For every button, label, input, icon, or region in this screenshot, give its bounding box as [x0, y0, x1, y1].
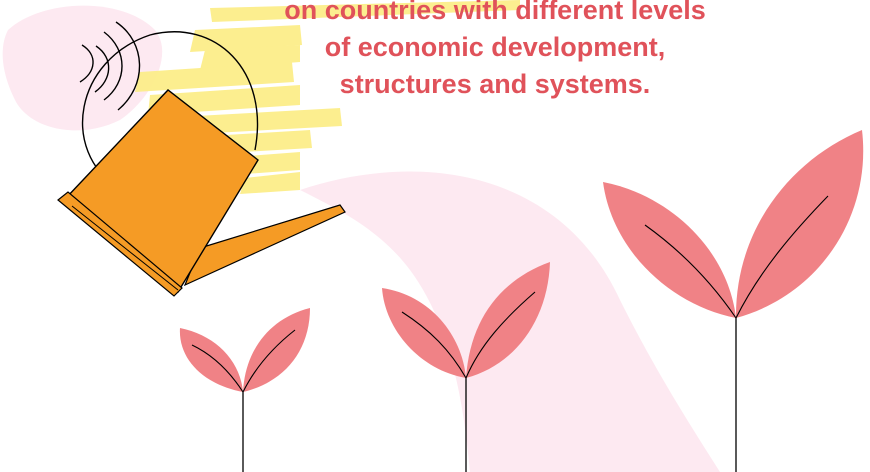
- caption-text: on countries with different levels of ec…: [250, 0, 740, 103]
- leaf-right: [243, 308, 310, 392]
- sprout-small-icon: [179, 308, 310, 472]
- caption-line-1: on countries with different levels: [284, 0, 706, 25]
- can-handle: [82, 31, 259, 189]
- sprout-large-icon: [603, 130, 864, 472]
- pink-blob-top-left: [2, 5, 163, 131]
- leaf-left: [382, 288, 466, 378]
- water-arcs-icon: [79, 21, 141, 111]
- sprout-medium-icon: [382, 262, 550, 472]
- leaf-left: [603, 182, 736, 318]
- caption-line-3: structures and systems.: [339, 69, 651, 99]
- caption-line-2: of economic development,: [324, 32, 666, 62]
- leaf-right: [735, 130, 864, 318]
- leaf-right: [466, 262, 550, 378]
- watering-can-icon: [57, 31, 346, 297]
- leaf-left: [179, 328, 243, 392]
